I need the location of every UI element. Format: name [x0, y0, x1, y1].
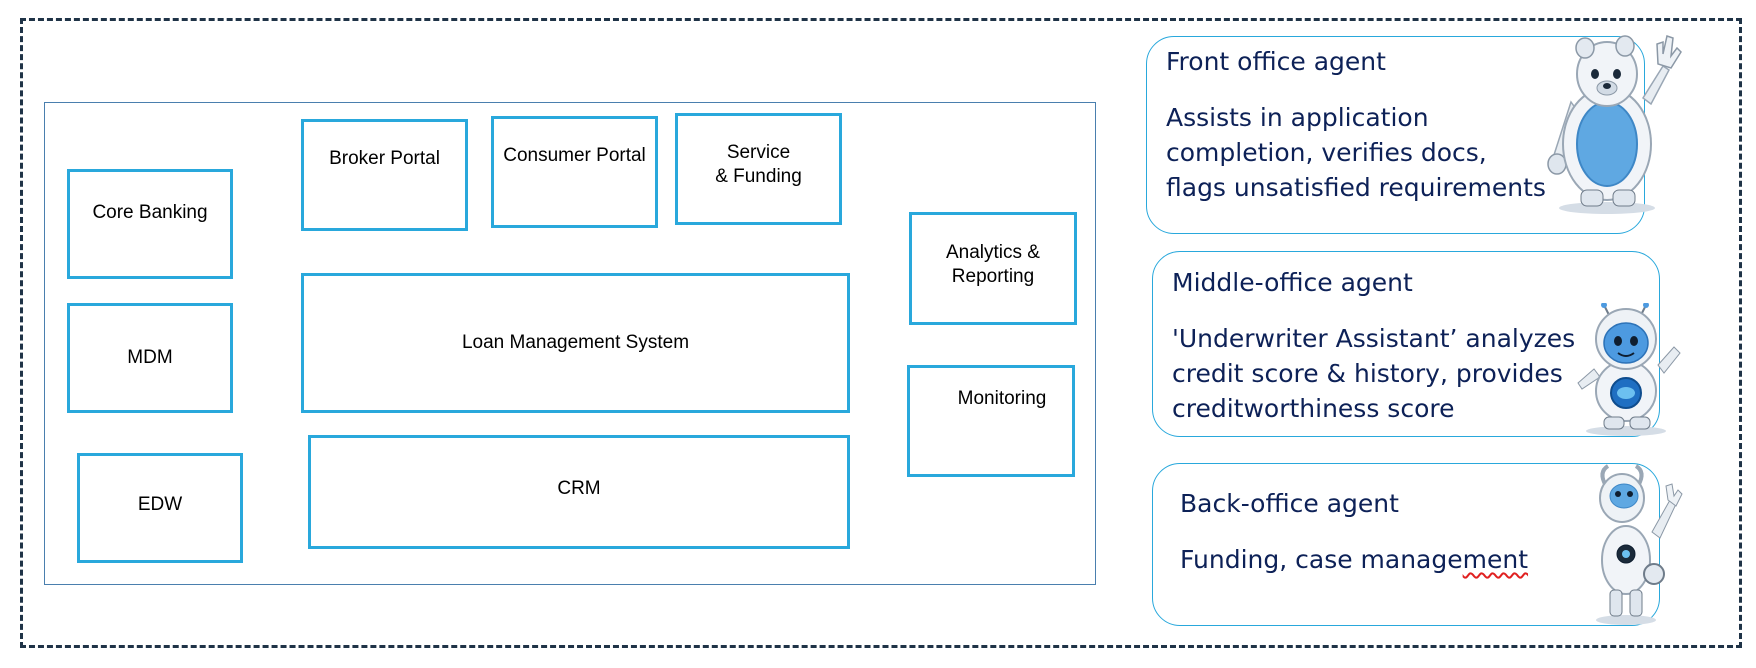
middle-office-agent-card[interactable]	[1152, 251, 1660, 437]
astronaut-robot-icon	[1577, 303, 1681, 436]
consumer-portal-box[interactable]: Consumer Portal	[491, 116, 658, 228]
outer-dashed-frame	[20, 18, 1742, 648]
front-office-agent-description: Assists in application completion, verif…	[1166, 103, 1546, 202]
middle-office-agent-title: Middle-office agent	[1172, 268, 1413, 297]
edw-box[interactable]: EDW	[77, 453, 243, 563]
monitoring-label: Monitoring	[957, 388, 1047, 409]
analytics-reporting-box[interactable]: Analytics & Reporting	[909, 212, 1077, 325]
loan-management-system-box[interactable]: Loan Management System	[301, 273, 850, 413]
core-banking-box[interactable]: Core Banking	[67, 169, 233, 279]
loan-management-system-label: Loan Management System	[461, 332, 690, 353]
crm-label: CRM	[557, 477, 601, 499]
back-office-description-text: Funding, case manage	[1180, 545, 1463, 574]
middle-office-agent-description: 'Underwriter Assistant’ analyzes credit …	[1172, 324, 1576, 423]
service-funding-box[interactable]: Service & Funding	[675, 113, 842, 225]
spellcheck-flagged-text: ment	[1462, 545, 1529, 574]
broker-portal-box[interactable]: Broker Portal	[301, 119, 468, 231]
edw-label: EDW	[137, 494, 183, 515]
front-office-agent-title: Front office agent	[1166, 47, 1386, 76]
broker-portal-label: Broker Portal	[329, 148, 440, 169]
monitoring-box[interactable]: Monitoring	[907, 365, 1075, 477]
architecture-container	[44, 102, 1096, 585]
goat-robot-icon	[1596, 464, 1683, 625]
back-office-agent-description: Funding, case management	[1180, 542, 1528, 577]
service-funding-label: Service & Funding	[715, 141, 802, 187]
core-banking-label: Core Banking	[92, 201, 208, 223]
back-office-agent-title: Back-office agent	[1180, 489, 1399, 518]
consumer-portal-label: Consumer Portal	[503, 145, 646, 166]
mdm-box[interactable]: MDM	[67, 303, 233, 413]
crm-box[interactable]: CRM	[308, 435, 850, 549]
waving-bear-robot-icon	[1547, 35, 1682, 214]
mdm-label: MDM	[127, 347, 173, 368]
analytics-reporting-label: Analytics & Reporting	[946, 241, 1040, 287]
back-office-agent-card[interactable]	[1152, 463, 1660, 626]
